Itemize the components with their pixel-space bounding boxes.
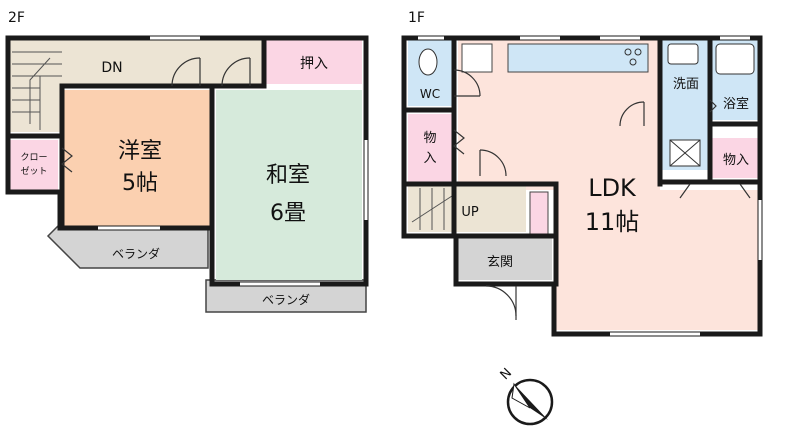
storage-room-2 — [712, 138, 758, 178]
sink-icon — [667, 43, 699, 65]
stair-1f — [408, 186, 526, 232]
balcony-label-2: ベランダ — [262, 292, 310, 307]
ldk-size: 11帖 — [585, 208, 640, 236]
hallway-2f — [64, 40, 262, 84]
bathroom-label: 浴室 — [723, 96, 749, 112]
bathtub-icon — [715, 43, 755, 75]
balcony-label-1: ベランダ — [112, 246, 160, 261]
windows-2f — [98, 36, 368, 286]
stair-treads-2f — [12, 51, 62, 130]
stair-up-label: UP — [461, 205, 479, 220]
oshiire-label: 押入 — [300, 56, 328, 72]
doors-1f — [453, 69, 751, 320]
windows-1f — [418, 36, 762, 336]
wc-label: WC — [420, 87, 440, 101]
fridge-space — [461, 43, 493, 73]
floor-label-1f: 1F — [408, 10, 425, 26]
storage-room-1 — [408, 114, 452, 182]
walls-1f — [401, 35, 763, 337]
compass-north-label: N — [498, 366, 515, 383]
compass-icon: N — [498, 366, 554, 426]
closet-label-line2: ゼット — [20, 165, 47, 177]
floor-label-2f: 2F — [8, 10, 25, 26]
stair-treads-1f — [411, 188, 453, 230]
stove-icon — [624, 48, 642, 66]
stair-2f — [10, 40, 64, 132]
kitchen-counter — [507, 43, 649, 73]
storage-2-label: 物入 — [723, 153, 749, 168]
western-room-name: 洋室 — [118, 139, 162, 164]
japanese-room-size: 6畳 — [270, 201, 306, 226]
japanese-room-name: 和室 — [266, 163, 310, 188]
entrance-label: 玄関 — [487, 255, 513, 270]
entrance-hall — [458, 238, 552, 280]
ldk-room — [458, 40, 758, 330]
closet-label-line1: クロー — [20, 152, 47, 163]
stair-down-label: DN — [101, 60, 122, 76]
japanese-room — [216, 90, 362, 280]
washer-space — [669, 139, 701, 167]
doors-2f — [61, 57, 251, 173]
washroom-label: 洗面 — [673, 77, 699, 92]
western-room — [64, 90, 210, 228]
storage-1-label-line1: 物 — [423, 131, 436, 146]
storage-1-label-line2: 入 — [423, 151, 436, 166]
toilet-icon — [418, 48, 438, 76]
oshiire-closet — [266, 40, 362, 84]
small-closet-2f — [10, 140, 58, 190]
western-room-size: 5帖 — [122, 171, 158, 196]
ldk-name: LDK — [588, 174, 637, 202]
